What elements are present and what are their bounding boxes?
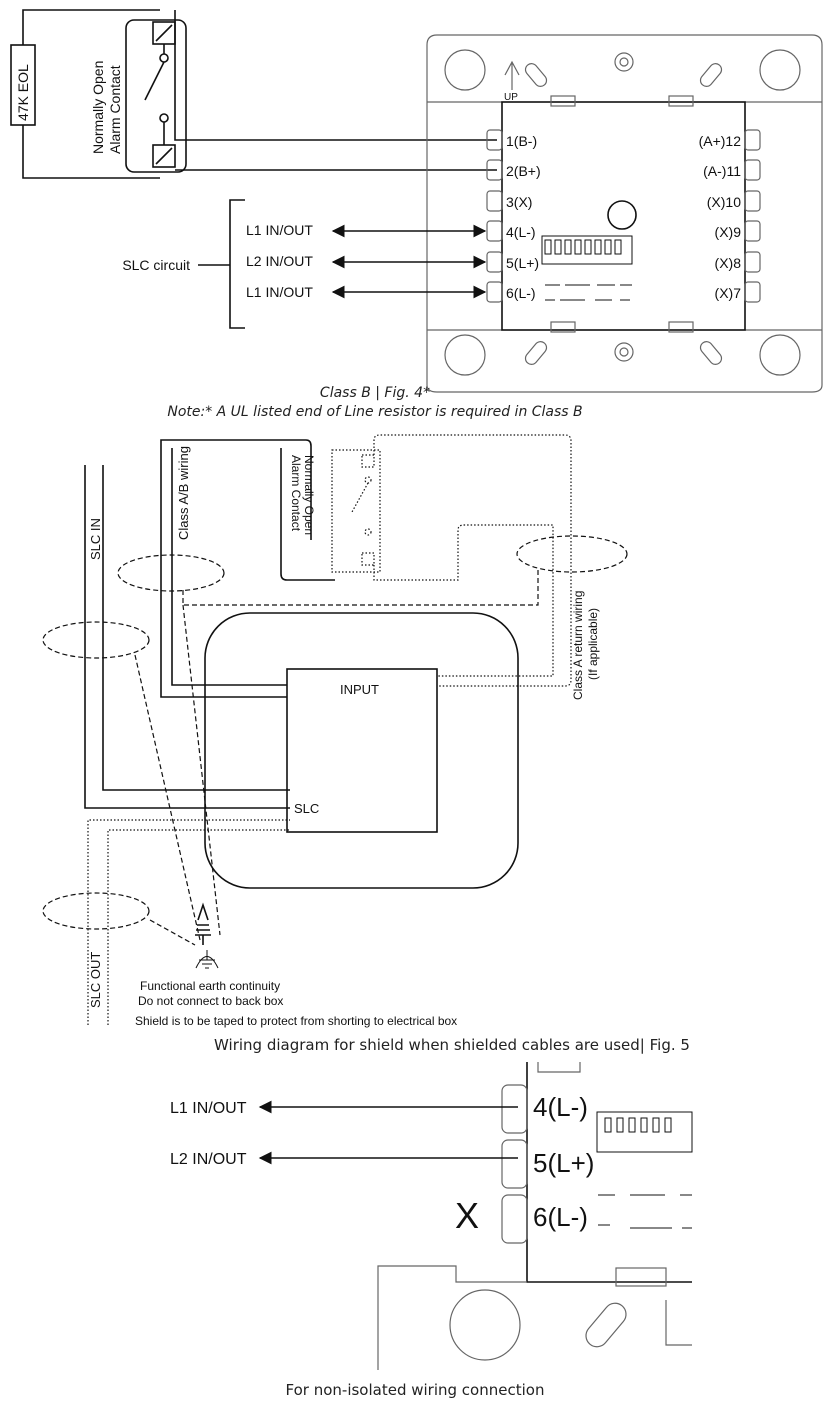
terminal-11-label: (A-)11 (703, 163, 741, 179)
fig5-contact-label-1: Normally Open (302, 455, 316, 535)
fig6-line-2-label: L2 IN/OUT (170, 1151, 247, 1168)
contact-to-terminal1-wire (174, 10, 497, 141)
slc-line-1-label: L1 IN/OUT (246, 222, 313, 238)
terminal-8-label: (X)8 (715, 255, 742, 271)
contact-switch-blade (144, 61, 165, 101)
keyhole-top-left (444, 49, 486, 91)
fig6-non-isolated-diagram: 4(L-) 5(L+) 6(L-) L1 IN/OUT L2 IN/OUT X … (170, 1062, 693, 1399)
shield-ellipse-2 (516, 535, 628, 573)
shield-drain-wires (134, 604, 221, 946)
keyhole-bottom-right (759, 334, 801, 376)
fig6-keyhole (449, 1289, 521, 1361)
fig5-contact-box (331, 449, 381, 573)
electrical-box (204, 612, 519, 889)
terminal-3-label: 3(X) (506, 194, 532, 210)
slc-in-label: SLC IN (88, 518, 103, 560)
shield-ellipse-1 (117, 554, 225, 592)
right-terminal-screws (744, 129, 761, 303)
earth-connector (195, 902, 211, 945)
slc-circuit-label: SLC circuit (122, 257, 190, 273)
fig5-contact-label-2: Alarm Contact (289, 455, 303, 532)
fig6-terminal-4-label: 4(L-) (533, 1092, 588, 1122)
fig6-terminal-6-label: 6(L-) (533, 1202, 588, 1232)
terminal-1-label: 1(B-) (506, 133, 537, 149)
left-terminal-screws (486, 129, 503, 303)
terminal-10-label: (X)10 (707, 194, 741, 210)
eol-resistor-label: 47K EOL (15, 64, 31, 121)
eol-bottom-wire (22, 125, 160, 179)
module-mounting-plate: UP (426, 34, 823, 393)
fig6-screw-4 (501, 1084, 528, 1134)
slc-terminal-label: SLC (294, 801, 319, 816)
earth-label-1: Functional earth continuity (140, 979, 280, 993)
fig4-caption: Class B | Fig. 4* (320, 385, 430, 401)
earth-label-2: Do not connect to back box (138, 994, 283, 1008)
slc-out-wire-2 (107, 829, 290, 1025)
module-body (501, 101, 746, 331)
slc-in-wire-2 (84, 465, 290, 809)
alarm-contact-label-1: Normally Open (90, 61, 106, 154)
terminal-2-label: 2(B+) (506, 163, 541, 179)
keyhole-bottom-left (444, 334, 486, 376)
shield-ellipse-4 (42, 892, 150, 930)
class-ab-wire-outer (160, 439, 312, 698)
eol-top-wire (22, 9, 160, 45)
fig6-caption: For non-isolated wiring connection (286, 1381, 545, 1399)
class-a-return-label-1: Class A return wiring (571, 591, 585, 700)
up-arrow-icon (504, 60, 520, 90)
fig6-screw-5 (501, 1139, 528, 1189)
fig6-line-1-label: L1 IN/OUT (170, 1100, 247, 1117)
alarm-contact-label-2: Alarm Contact (107, 65, 123, 154)
fig5-caption: Wiring diagram for shield when shielded … (214, 1036, 690, 1054)
module-led (607, 200, 637, 230)
shield-ellipse-3 (42, 621, 150, 659)
keyhole-top-right (759, 49, 801, 91)
class-a-return-label-2: (If applicable) (586, 608, 600, 680)
shield-note: Shield is to be taped to protect from sh… (135, 1014, 457, 1028)
terminal-6-label: 6(L-) (506, 285, 536, 301)
fig5-shield-diagram: SLC IN SLC OUT INPUT SLC Class A/B wirin… (42, 434, 690, 1054)
terminal-4-label: 4(L-) (506, 224, 536, 240)
fig6-x-mark: X (455, 1195, 479, 1236)
fig6-plate (377, 1265, 527, 1370)
class-a-return-wire (373, 434, 572, 687)
class-ab-label: Class A/B wiring (176, 446, 191, 540)
up-label: UP (504, 92, 518, 103)
slc-out-label: SLC OUT (88, 952, 103, 1008)
fig4-note: Note:* A UL listed end of Line resistor … (167, 404, 582, 420)
module-box (286, 668, 438, 833)
slc-line-2-label: L2 IN/OUT (246, 253, 313, 269)
terminal-12-label: (A+)12 (699, 133, 742, 149)
fig6-dip-switch (596, 1111, 693, 1153)
slc-bracket (229, 199, 245, 329)
terminal-9-label: (X)9 (715, 224, 742, 240)
slc-line-3-label: L1 IN/OUT (246, 284, 313, 300)
terminal-7-label: (X)7 (715, 285, 742, 301)
alarm-contact-box (125, 19, 187, 173)
fig6-terminal-5-label: 5(L+) (533, 1148, 594, 1178)
terminal-5-label: 5(L+) (506, 255, 539, 271)
earth-ground-icon (195, 950, 219, 969)
shield-drain-top (182, 570, 539, 606)
fig6-screw-6 (501, 1194, 528, 1244)
slc-out-wire-1 (87, 819, 290, 1025)
slc-in-wire-1 (102, 465, 290, 791)
input-label: INPUT (340, 682, 379, 697)
fig4-class-b-diagram: 47K EOL Normally Open Alarm Contact (10, 9, 823, 420)
dip-switch-bank (541, 235, 633, 265)
